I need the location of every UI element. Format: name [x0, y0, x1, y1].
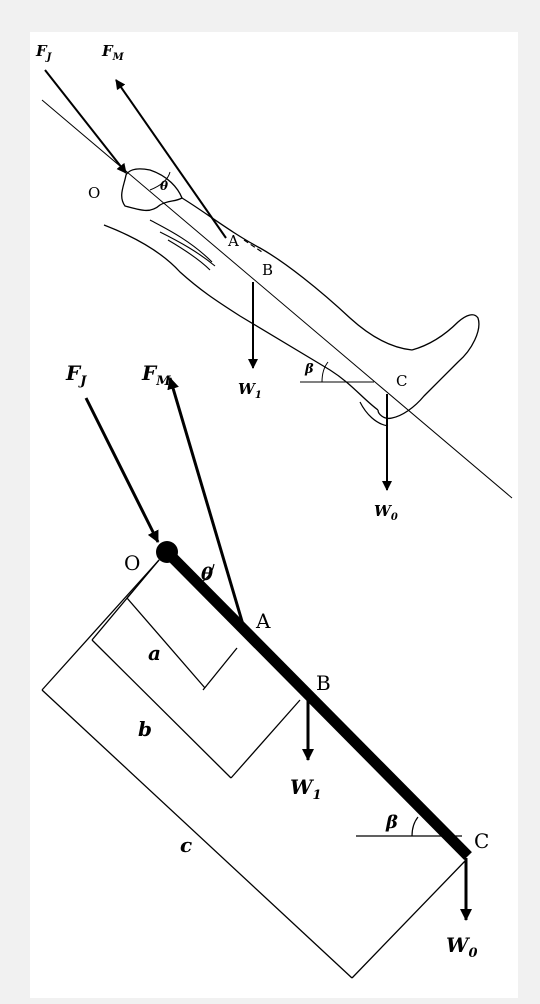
- leg-point-c-label: C: [396, 372, 407, 390]
- leg-leader-a-b: [243, 239, 263, 253]
- leg-beta-arc: [321, 361, 329, 383]
- leg-heel: [359, 401, 389, 427]
- free-body-figure: FJ FM O θ A B C β W1 W0 a b c: [41, 361, 489, 979]
- beta-label: β: [385, 812, 398, 833]
- leg-joint-force-arrow: [44, 69, 127, 174]
- leg-shin-upper: [181, 197, 413, 351]
- joint-point-o: [156, 541, 178, 563]
- dimension-b-label: b: [138, 717, 152, 741]
- leg-shin-lower: [103, 224, 379, 411]
- leg-point-o-label: O: [88, 184, 100, 202]
- leg-beta-label: β: [304, 362, 314, 377]
- leg-thigh-outline: [121, 168, 183, 212]
- joint-force-arrow: [84, 397, 160, 543]
- leg-figure: FJ FM O θ A B β C W1 W0: [35, 42, 513, 523]
- leg-theta-label: θ: [160, 179, 168, 193]
- leg-foot-outline: [377, 314, 480, 420]
- dimension-a-label: a: [148, 641, 161, 665]
- leg-weight-1-label: W1: [238, 380, 262, 401]
- joint-force-label: FJ: [65, 361, 87, 389]
- theta-arc: [197, 563, 215, 585]
- leg-joint-force-label: FJ: [35, 42, 53, 63]
- leg-point-a-label: A: [227, 232, 239, 250]
- leg-point-b-label: B: [262, 261, 273, 279]
- weight-0-label: W0: [446, 933, 478, 961]
- leg-theta-arc: [149, 171, 171, 191]
- muscle-force-arrow: [167, 377, 246, 629]
- lever-bar: [163, 548, 472, 860]
- point-b-label: B: [316, 671, 331, 695]
- beta-arc: [411, 816, 419, 837]
- point-o-label: O: [124, 551, 140, 575]
- leg-weight-0-label: W0: [374, 502, 398, 523]
- leg-knee-detail: [149, 219, 216, 271]
- dimension-c: [41, 559, 467, 979]
- leg-muscle-force-arrow: [115, 79, 227, 239]
- point-a-label: A: [255, 609, 271, 633]
- point-c-label: C: [474, 829, 489, 853]
- weight-1-label: W1: [290, 775, 322, 803]
- theta-label: θ: [201, 564, 213, 585]
- muscle-force-label: FM: [141, 361, 171, 389]
- dimension-c-label: c: [180, 833, 192, 857]
- leg-muscle-force-label: FM: [101, 42, 125, 63]
- paper-background: [30, 32, 518, 998]
